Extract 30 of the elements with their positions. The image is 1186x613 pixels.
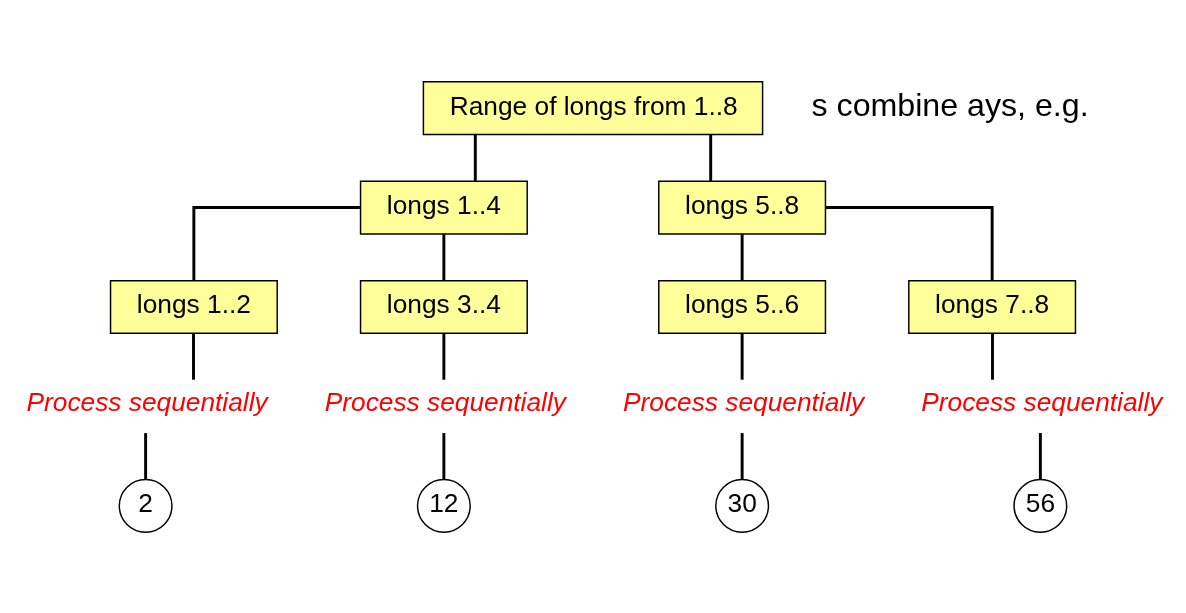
- node-box: longs 1..4: [359, 180, 528, 235]
- connector: [740, 333, 744, 380]
- node-circle: 2: [118, 478, 173, 533]
- node-box: longs 7..8: [908, 279, 1077, 334]
- node-box: longs 5..8: [658, 180, 827, 235]
- connector: [442, 432, 446, 479]
- node-text: Process sequentially: [26, 386, 268, 417]
- node-text: Process sequentially: [324, 386, 566, 417]
- connector: [192, 205, 360, 280]
- connector: [709, 134, 713, 181]
- connector: [144, 432, 148, 479]
- node-box: Range of longs from 1..8: [422, 80, 764, 135]
- connector: [740, 432, 744, 479]
- node-circle: 30: [715, 478, 770, 533]
- node-circle: 12: [416, 478, 471, 533]
- connector: [473, 134, 477, 181]
- connector: [192, 333, 195, 380]
- connector: [442, 233, 446, 280]
- label: s combine ays, e.g.: [811, 86, 1089, 123]
- connector: [1038, 432, 1042, 479]
- node-box: longs 1..2: [109, 279, 278, 334]
- connector: [442, 333, 446, 380]
- node-box: longs 5..6: [658, 279, 827, 334]
- connector: [826, 205, 994, 280]
- connector: [991, 333, 994, 380]
- node-text: Process sequentially: [921, 386, 1163, 417]
- node-circle: 56: [1013, 478, 1068, 533]
- node-text: Process sequentially: [622, 386, 865, 417]
- connector: [740, 233, 744, 280]
- node-box: longs 3..4: [359, 279, 528, 334]
